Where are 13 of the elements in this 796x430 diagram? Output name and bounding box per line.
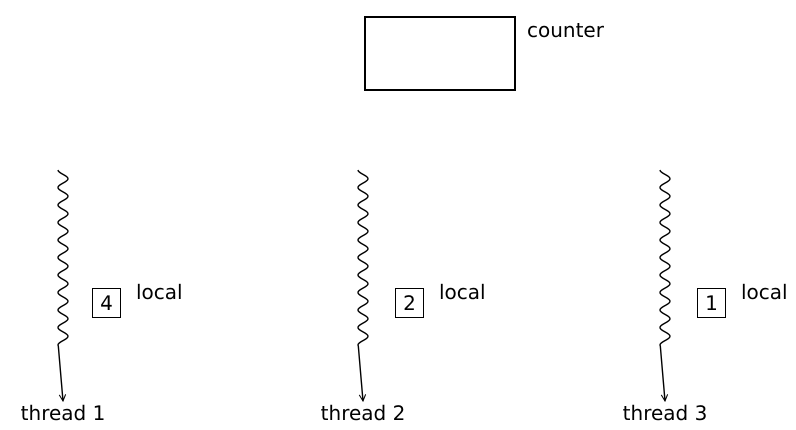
wavy-arrow <box>57 170 69 402</box>
box-label: counter <box>527 20 604 40</box>
thread-label: thread 3 <box>622 402 708 424</box>
wavy-arrow <box>357 170 369 402</box>
variable-label: local <box>439 282 486 302</box>
variable-label: local <box>741 282 788 302</box>
value-box: 4 <box>92 288 121 318</box>
wavy-arrow <box>659 170 671 402</box>
value-box: 2 <box>395 288 424 318</box>
variable-label: local <box>136 282 183 302</box>
thread-label: thread 1 <box>20 402 106 424</box>
thread-label: thread 2 <box>320 402 406 424</box>
value-box: 1 <box>697 288 726 318</box>
